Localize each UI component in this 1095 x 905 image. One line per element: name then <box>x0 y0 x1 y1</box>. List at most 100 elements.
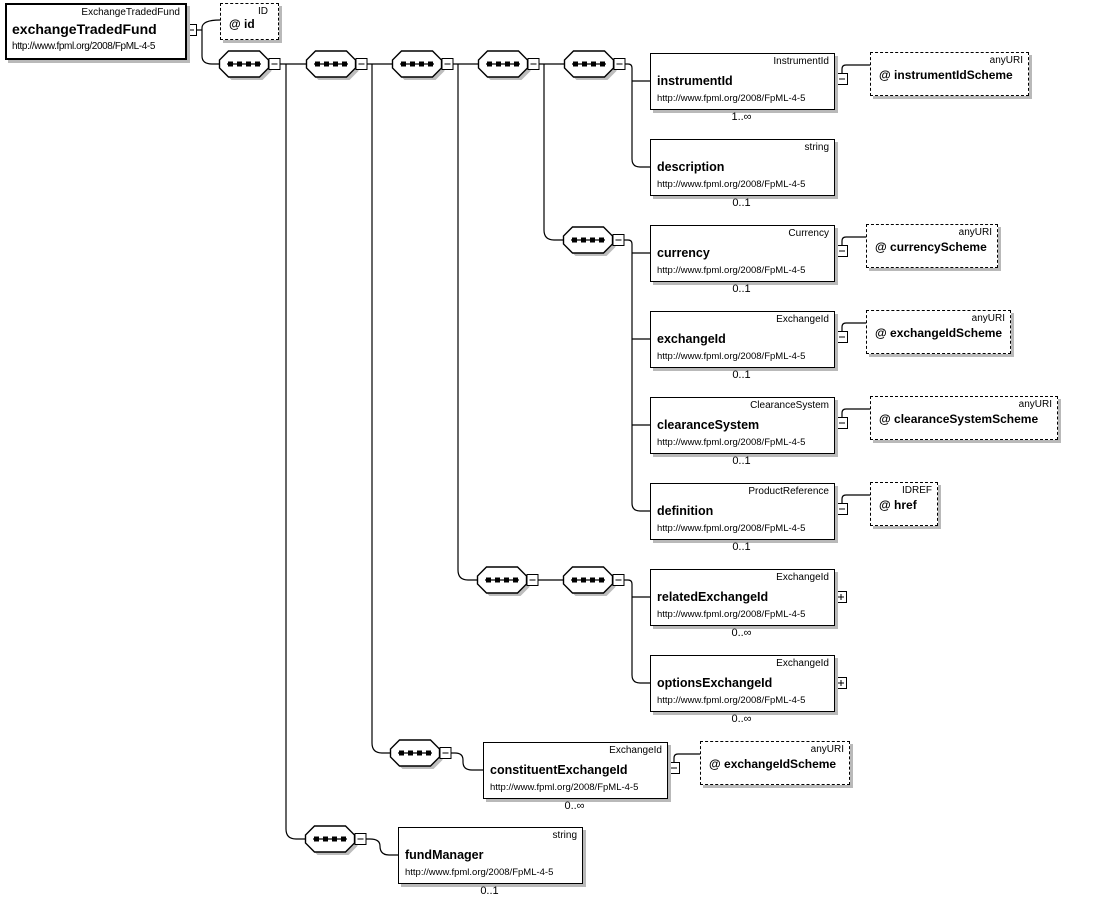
type-label: anyURI <box>989 55 1023 66</box>
type-label: ExchangeId <box>776 658 829 669</box>
cardinality-label: 0..1 <box>732 541 751 553</box>
element-namespace: http://www.fpml.org/2008/FpML-4-5 <box>657 695 806 706</box>
collapse-toggle-icon[interactable] <box>354 833 367 845</box>
type-label: anyURI <box>1018 399 1052 410</box>
type-label: anyURI <box>971 313 1005 324</box>
element-name: optionsExchangeId <box>657 676 773 690</box>
element-fundManager[interactable]: string fundManager http://www.fpml.org/200… <box>398 827 583 884</box>
attribute-name: @ currencyScheme <box>875 240 987 254</box>
collapse-toggle-icon[interactable] <box>612 574 625 586</box>
type-label: anyURI <box>958 227 992 238</box>
attribute-exchangeIdScheme[interactable]: anyURI @ exchangeIdScheme <box>700 741 850 785</box>
attribute-id[interactable]: ID @ id <box>220 3 279 40</box>
attribute-name: @ instrumentIdScheme <box>879 68 1013 82</box>
sequence-compositor-icon[interactable] <box>391 50 445 80</box>
element-exchangeTradedFund[interactable]: ExchangeTradedFund exchangeTradedFund ht… <box>5 3 187 60</box>
type-label: ID <box>258 6 268 17</box>
cardinality-label: 0..∞ <box>731 713 752 725</box>
element-name: exchangeTradedFund <box>12 21 157 37</box>
element-name: currency <box>657 246 710 260</box>
collapse-toggle-icon[interactable] <box>836 245 848 257</box>
collapse-toggle-icon[interactable] <box>441 58 454 70</box>
expand-toggle-icon[interactable] <box>835 677 847 689</box>
collapse-toggle-icon[interactable] <box>439 747 452 759</box>
collapse-toggle-icon[interactable] <box>836 331 848 343</box>
sequence-compositor-icon[interactable] <box>562 226 616 256</box>
collapse-toggle-icon[interactable] <box>836 503 848 515</box>
element-namespace: http://www.fpml.org/2008/FpML-4-5 <box>657 93 806 104</box>
cardinality-label: 0..1 <box>480 885 499 897</box>
expand-toggle-icon[interactable] <box>835 591 847 603</box>
attribute-exchangeIdScheme[interactable]: anyURI @ exchangeIdScheme <box>866 310 1011 354</box>
element-name: relatedExchangeId <box>657 590 769 604</box>
element-namespace: http://www.fpml.org/2008/FpML-4-5 <box>12 41 155 52</box>
attribute-name: @ exchangeIdScheme <box>875 326 1003 340</box>
element-currency[interactable]: Currency currency http://www.fpml.org/2008… <box>650 225 835 282</box>
sequence-compositor-icon[interactable] <box>305 50 359 80</box>
sequence-compositor-icon[interactable] <box>389 739 443 769</box>
sequence-compositor-icon[interactable] <box>218 50 272 80</box>
attribute-name: @ id <box>229 17 255 31</box>
attribute-currencyScheme[interactable]: anyURI @ currencyScheme <box>866 224 998 268</box>
attribute-name: @ exchangeIdScheme <box>709 757 837 771</box>
collapse-toggle-icon[interactable] <box>185 24 197 36</box>
element-name: fundManager <box>405 848 484 862</box>
type-label: ExchangeTradedFund <box>81 7 180 18</box>
element-namespace: http://www.fpml.org/2008/FpML-4-5 <box>657 351 806 362</box>
element-name: description <box>657 160 725 174</box>
type-label: ExchangeId <box>776 314 829 325</box>
sequence-compositor-icon[interactable] <box>476 566 530 596</box>
cardinality-label: 0..1 <box>732 283 751 295</box>
element-name: definition <box>657 504 714 518</box>
element-namespace: http://www.fpml.org/2008/FpML-4-5 <box>490 782 639 793</box>
sequence-compositor-icon[interactable] <box>563 50 617 80</box>
element-constituentExchangeId[interactable]: ExchangeId constituentExchangeId http://ww… <box>483 742 668 799</box>
element-name: instrumentId <box>657 74 733 88</box>
type-label: IDREF <box>902 485 932 496</box>
type-label: Currency <box>788 228 829 239</box>
element-namespace: http://www.fpml.org/2008/FpML-4-5 <box>657 265 806 276</box>
cardinality-label: 0..1 <box>732 369 751 381</box>
element-instrumentId[interactable]: InstrumentId instrumentId http://www.fpml.… <box>650 53 835 110</box>
collapse-toggle-icon[interactable] <box>613 58 626 70</box>
element-definition[interactable]: ProductReference definition http://www.fpm… <box>650 483 835 540</box>
cardinality-label: 1..∞ <box>731 111 752 123</box>
sequence-compositor-icon[interactable] <box>477 50 531 80</box>
element-namespace: http://www.fpml.org/2008/FpML-4-5 <box>657 437 806 448</box>
element-namespace: http://www.fpml.org/2008/FpML-4-5 <box>405 867 554 878</box>
element-name: constituentExchangeId <box>490 763 628 777</box>
sequence-compositor-icon[interactable] <box>304 825 358 855</box>
collapse-toggle-icon[interactable] <box>668 762 680 774</box>
collapse-toggle-icon[interactable] <box>526 574 539 586</box>
type-label: string <box>804 142 829 153</box>
element-description[interactable]: string description http://www.fpml.org/200… <box>650 139 835 196</box>
collapse-toggle-icon[interactable] <box>527 58 540 70</box>
type-label: InstrumentId <box>773 56 829 67</box>
type-label: string <box>552 830 577 841</box>
element-clearanceSystem[interactable]: ClearanceSystem clearanceSystem http://www… <box>650 397 835 454</box>
cardinality-label: 0..∞ <box>731 627 752 639</box>
element-namespace: http://www.fpml.org/2008/FpML-4-5 <box>657 523 806 534</box>
attribute-href[interactable]: IDREF @ href <box>870 482 938 526</box>
attribute-name: @ href <box>879 498 917 512</box>
element-namespace: http://www.fpml.org/2008/FpML-4-5 <box>657 179 806 190</box>
type-label: ClearanceSystem <box>750 400 829 411</box>
collapse-toggle-icon[interactable] <box>268 58 281 70</box>
type-label: ProductReference <box>748 486 829 497</box>
collapse-toggle-icon[interactable] <box>355 58 368 70</box>
collapse-toggle-icon[interactable] <box>836 417 848 429</box>
collapse-toggle-icon[interactable] <box>612 234 625 246</box>
attribute-clearanceSystemScheme[interactable]: anyURI@ clearanceSystemScheme <box>870 396 1058 440</box>
collapse-toggle-icon[interactable] <box>836 73 848 85</box>
cardinality-label: 0..∞ <box>564 800 585 812</box>
type-label: anyURI <box>810 744 844 755</box>
sequence-compositor-icon[interactable] <box>562 566 616 596</box>
attribute-instrumentIdScheme[interactable]: anyURI @ instrumentIdScheme <box>870 52 1029 96</box>
element-name: clearanceSystem <box>657 418 760 432</box>
type-label: ExchangeId <box>609 745 662 756</box>
